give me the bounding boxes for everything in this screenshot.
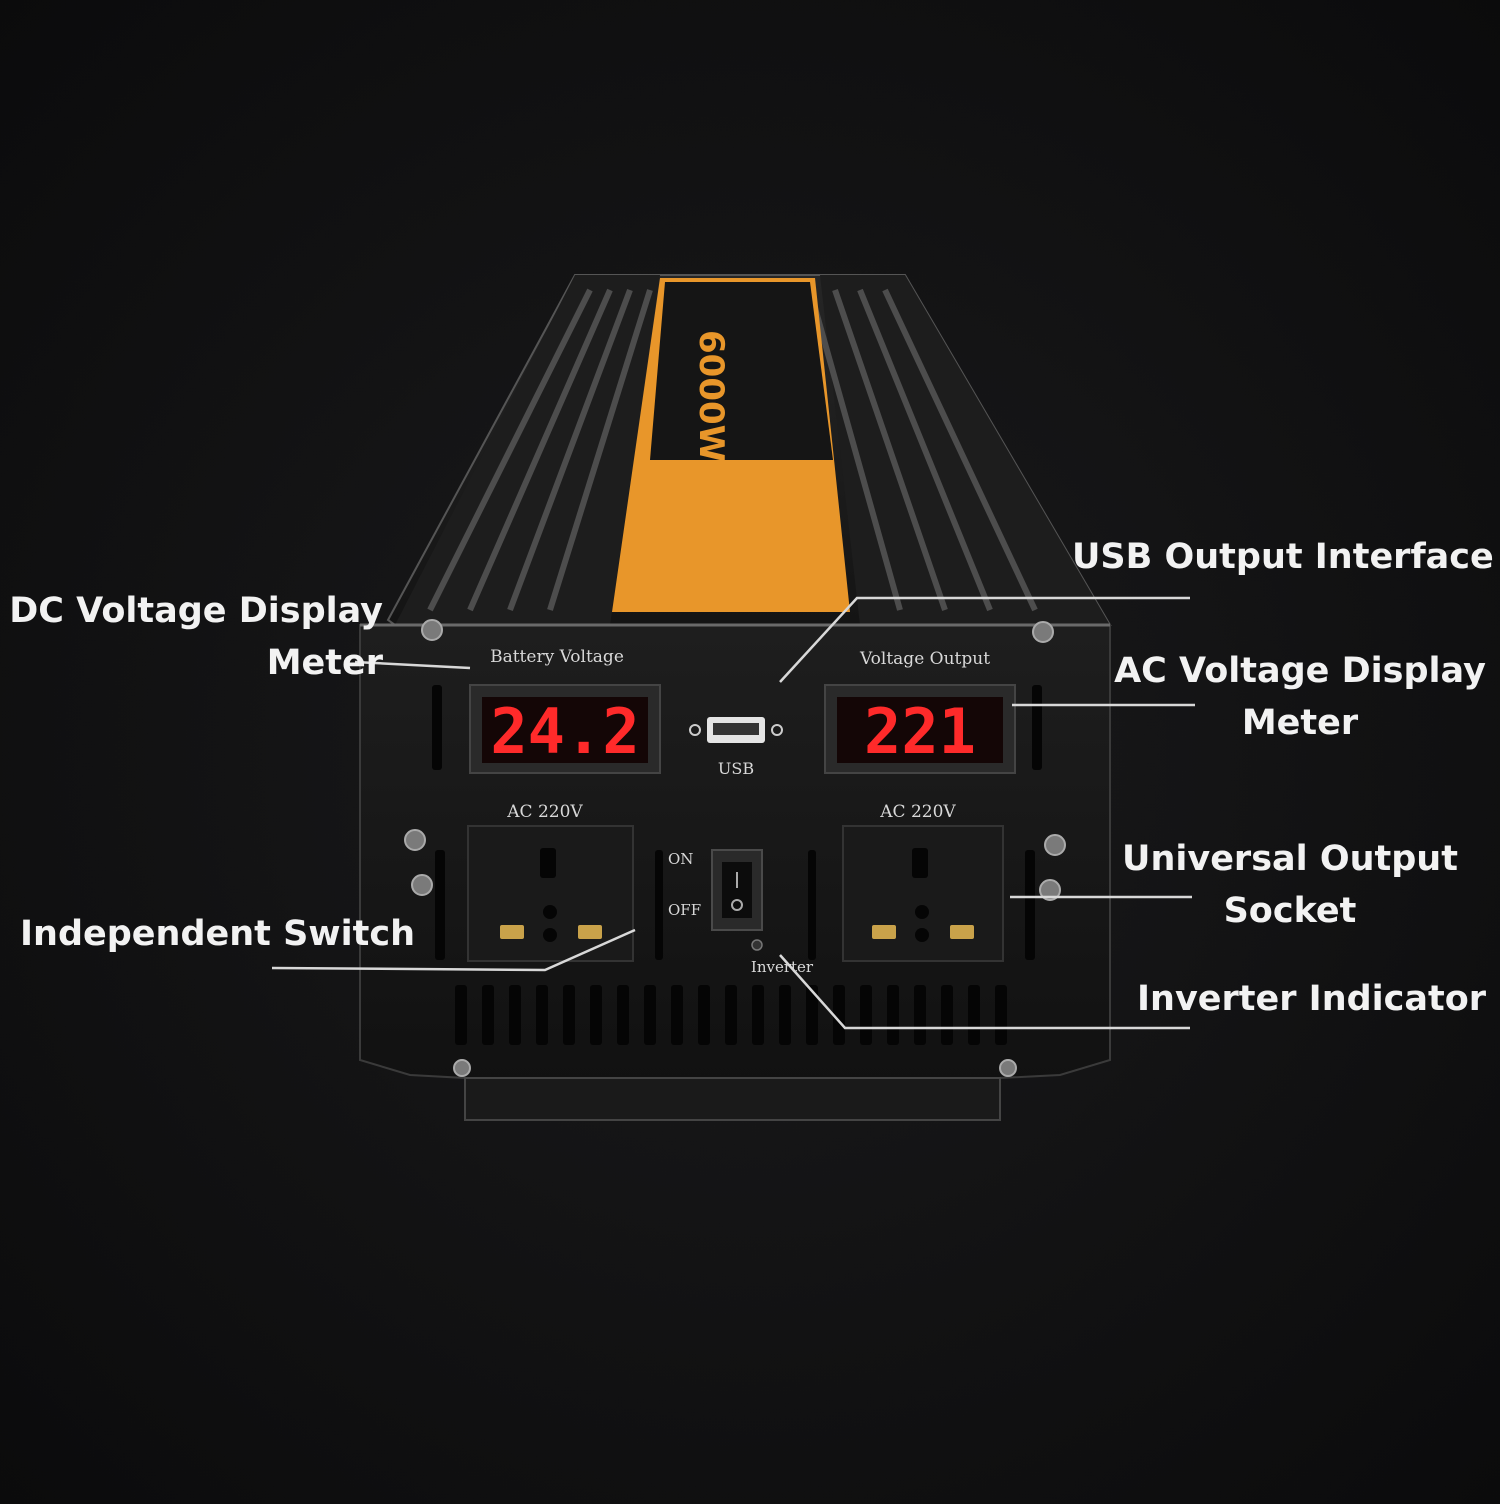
inverter-indicator: Inverter [751, 939, 814, 976]
right-universal-socket[interactable] [842, 825, 1004, 962]
mounting-base [464, 1077, 1001, 1121]
callout-leader-lines [271, 596, 1195, 1030]
usb-label: USB [718, 759, 754, 778]
switch-off-label: OFF [668, 901, 701, 919]
voltage-output-label: Voltage Output [859, 649, 990, 669]
bottom-vent-grill [455, 985, 1007, 1045]
left-socket-label: AC 220V [506, 802, 583, 822]
inverter-indicator-label: Inverter [751, 958, 814, 976]
battery-voltage-label: Battery Voltage [490, 647, 624, 667]
screws [404, 619, 1066, 1077]
inverter-front-panel: Battery Voltage Voltage Output 24.2 221 … [359, 619, 1111, 1121]
right-socket-label: AC 220V [879, 802, 956, 822]
callout-usb-output-interface: USB Output Interface [1072, 537, 1494, 577]
callout-inverter-indicator: Inverter Indicator [1137, 979, 1487, 1019]
callout-dc-voltage-meter: DC Voltage Display Meter [9, 591, 383, 683]
callout-independent-switch: Independent Switch [20, 914, 415, 954]
callout-universal-output-socket: Universal Output Socket [1122, 839, 1458, 931]
left-universal-socket[interactable] [467, 825, 634, 962]
power-rating-label: 6000W [691, 330, 731, 462]
ac-voltage-meter: 221 [824, 684, 1016, 774]
dc-voltage-reading: 24.2 [490, 695, 639, 768]
inverter-housing-top: 6000W [386, 274, 1112, 626]
power-rocker-switch[interactable]: ON OFF [668, 849, 763, 931]
dc-voltage-meter: 24.2 [469, 684, 661, 774]
callout-ac-voltage-meter: AC Voltage Display Meter [1114, 651, 1486, 743]
switch-on-label: ON [668, 850, 693, 868]
ac-voltage-reading: 221 [864, 695, 976, 768]
usb-port[interactable]: USB [689, 717, 783, 778]
